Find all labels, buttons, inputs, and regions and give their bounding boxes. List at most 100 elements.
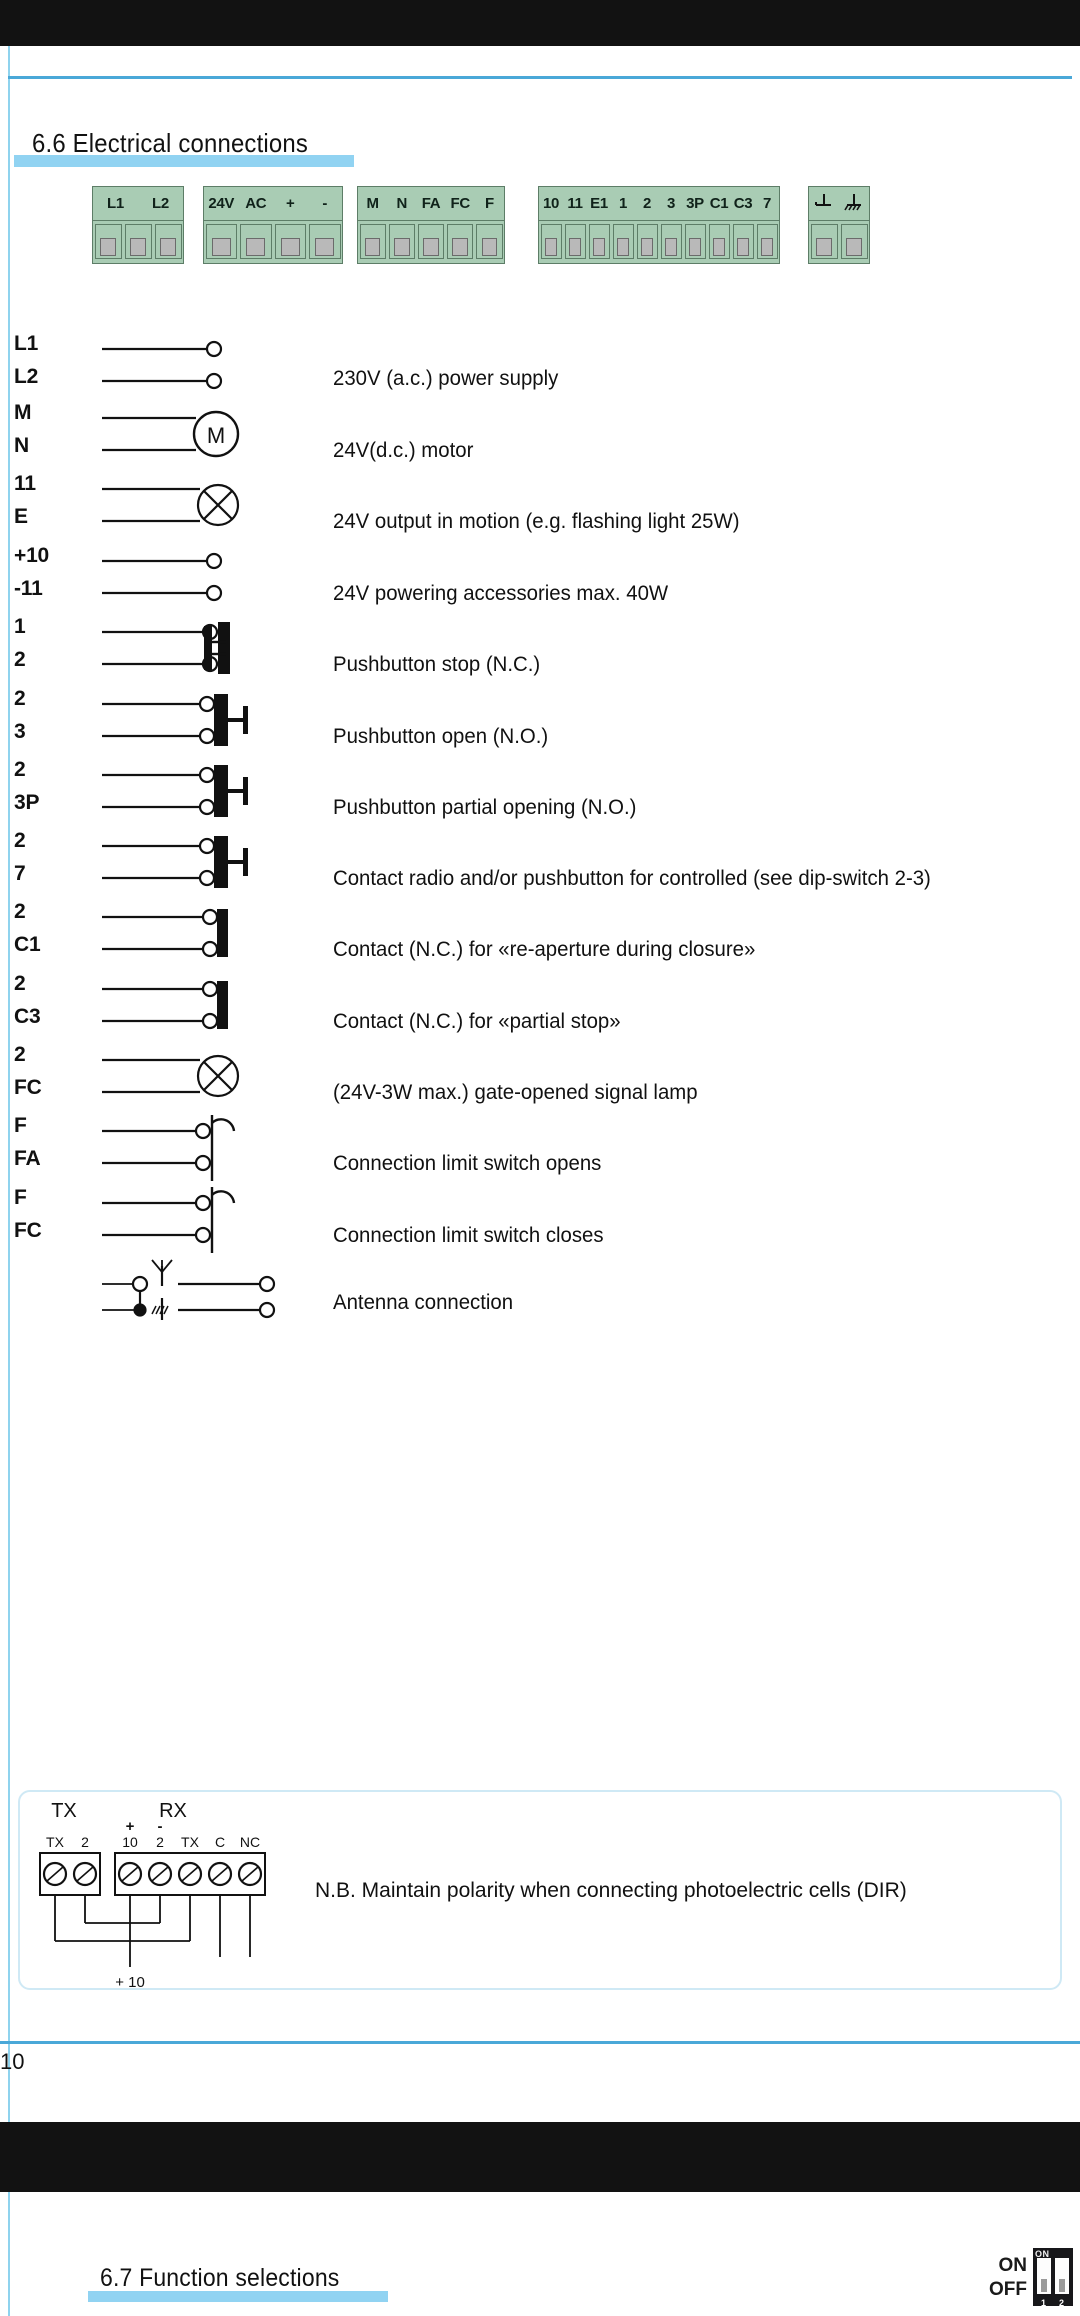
terminal-screw: [388, 224, 415, 259]
connection-description: Contact radio and/or pushbutton for cont…: [333, 867, 931, 890]
dip-switch-number: 2: [1059, 2298, 1065, 2308]
terminal-label: C3: [733, 195, 753, 212]
terminal-screw: [636, 224, 658, 259]
svg-text:TX: TX: [181, 1834, 200, 1850]
connection-description: Connection limit switch closes: [333, 1224, 604, 1247]
terminal-id: FA: [14, 1147, 41, 1171]
section-heading-underline-2: [88, 2291, 388, 2302]
terminal-label: +: [286, 195, 295, 212]
symbol-pushbutton-no: [100, 826, 270, 898]
symbol-pushbutton-nc: [100, 612, 270, 684]
terminal-label: L1: [107, 195, 124, 212]
svg-text:C: C: [215, 1834, 225, 1850]
dip-switch-lever-2[interactable]: [1055, 2258, 1069, 2294]
terminal-id: F: [14, 1186, 27, 1209]
terminal-screw: [124, 224, 152, 259]
terminal-screw: [205, 224, 237, 259]
terminal-id: M: [14, 401, 32, 424]
terminal-id: C3: [14, 1005, 41, 1029]
terminal-label: 1: [618, 195, 628, 212]
chassis-icon: [839, 191, 869, 217]
terminal-label: F: [484, 195, 494, 212]
terminal-id: 2: [14, 648, 26, 672]
connection-row: [0, 1258, 1080, 1330]
connection-description: Pushbutton partial opening (N.O.): [333, 796, 637, 819]
terminal-id: FC: [14, 1219, 42, 1243]
terminal-id: C1: [14, 933, 41, 957]
terminal-screw: [540, 224, 562, 259]
connection-row: F FC: [0, 1183, 1080, 1255]
connection-description: Contact (N.C.) for «re-aperture during c…: [333, 938, 756, 961]
terminal-screws: [809, 221, 869, 263]
terminal-screw: [840, 224, 868, 259]
dip-switch-number: 1: [1041, 2298, 1047, 2308]
terminal-screw: [756, 224, 778, 259]
terminal-id: 3P: [14, 791, 40, 815]
page-body-frame: [8, 46, 1072, 2122]
terminal-screw: [274, 224, 306, 259]
terminal-label: 10: [542, 195, 560, 212]
terminal-screw: [810, 224, 838, 259]
terminal-screw: [417, 224, 445, 259]
connection-description: 230V (a.c.) power supply: [333, 367, 559, 390]
svg-text:M: M: [207, 423, 225, 448]
symbol-antenna: [100, 1258, 276, 1330]
terminal-screw: [476, 224, 503, 259]
terminal-screw: [732, 224, 754, 259]
terminal-label: C1: [709, 195, 729, 212]
terminal-label: 3P: [686, 195, 704, 212]
dip-switch-onoff-labels: ON OFF: [975, 2254, 1027, 2302]
terminal-screw: [684, 224, 706, 259]
footer-rule: [0, 2041, 1080, 2044]
symbol-open-terminals: [100, 329, 270, 401]
symbol-limit-switch: [100, 1183, 270, 1255]
terminal-screw: [660, 224, 682, 259]
connection-description: Pushbutton stop (N.C.): [333, 653, 541, 676]
terminal-id: 2: [14, 687, 26, 710]
terminal-screw: [240, 224, 272, 259]
terminal-id: 2: [14, 1043, 26, 1066]
terminal-screws: [204, 221, 342, 263]
terminal-id: N: [14, 434, 29, 458]
terminal-screw: [94, 224, 122, 259]
dip-switch-header-label: ON: [1035, 2249, 1050, 2259]
symbol-pushbutton-no: [100, 755, 270, 827]
connection-description: Contact (N.C.) for «partial stop»: [333, 1010, 621, 1033]
dip-switch-lever-1[interactable]: [1037, 2258, 1051, 2294]
connection-description: 24V output in motion (e.g. flashing ligh…: [333, 510, 740, 533]
terminal-screws: [93, 221, 183, 263]
terminal-screw: [309, 224, 341, 259]
svg-text:2: 2: [156, 1834, 164, 1850]
svg-text:+ 10: + 10: [115, 1974, 145, 1990]
terminal-screw: [359, 224, 386, 259]
terminal-screw: [564, 224, 586, 259]
top-black-band: [0, 0, 1080, 46]
terminal-label: M: [366, 195, 380, 212]
terminal-labels: [809, 187, 869, 221]
svg-text:RX: RX: [159, 1800, 187, 1822]
terminal-id: 7: [14, 862, 26, 886]
connection-description: Antenna connection: [333, 1291, 514, 1314]
terminal-label: N: [396, 195, 408, 212]
symbol-lamp: [100, 1040, 270, 1112]
terminal-id: L1: [14, 332, 39, 355]
symbol-open-terminals: [100, 541, 270, 613]
